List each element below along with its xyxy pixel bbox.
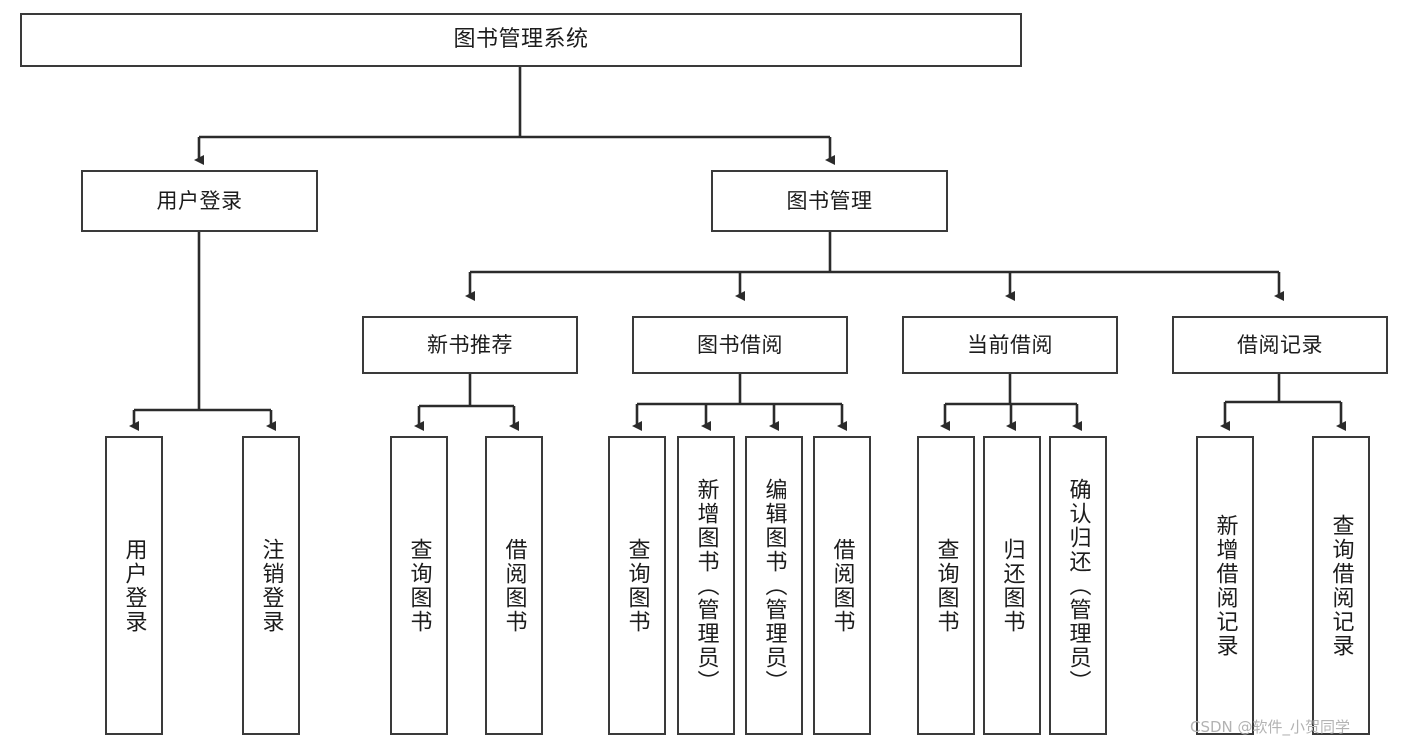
node-label: 查询图书 xyxy=(406,537,432,634)
node-label: 借阅图书 xyxy=(501,537,527,634)
leaf-user-logout[interactable]: 注销登录 xyxy=(242,436,300,735)
node-user-login[interactable]: 用户登录 xyxy=(81,170,318,232)
leaf-confirm-return-admin[interactable]: 确认归还（管理员） xyxy=(1049,436,1107,735)
leaf-borrow-book-rec[interactable]: 借阅图书 xyxy=(485,436,543,735)
node-book-borrow[interactable]: 图书借阅 xyxy=(632,316,848,374)
leaf-add-book-admin[interactable]: 新增图书（管理员） xyxy=(677,436,735,735)
node-label: 确认归还（管理员） xyxy=(1065,477,1091,694)
leaf-return-book[interactable]: 归还图书 xyxy=(983,436,1041,735)
node-label: 编辑图书（管理员） xyxy=(761,477,787,694)
node-label: 新增借阅记录 xyxy=(1212,513,1238,658)
leaf-query-book-borrow[interactable]: 查询图书 xyxy=(608,436,666,735)
leaf-edit-book-admin[interactable]: 编辑图书（管理员） xyxy=(745,436,803,735)
watermark-text: CSDN @软件_小贺同学 xyxy=(1190,718,1351,736)
node-label: 新增图书（管理员） xyxy=(693,477,719,694)
node-label: 查询借阅记录 xyxy=(1328,513,1354,658)
node-label: 新书推荐 xyxy=(427,332,513,357)
leaf-query-borrow-record[interactable]: 查询借阅记录 xyxy=(1312,436,1370,735)
node-label: 图书借阅 xyxy=(697,332,783,357)
leaf-query-book-rec[interactable]: 查询图书 xyxy=(390,436,448,735)
node-label: 图书管理 xyxy=(786,188,873,213)
node-book-management[interactable]: 图书管理 xyxy=(711,170,948,232)
leaf-user-login[interactable]: 用户登录 xyxy=(105,436,163,735)
node-label: 用户登录 xyxy=(121,537,147,634)
node-borrow-record[interactable]: 借阅记录 xyxy=(1172,316,1388,374)
node-label: 查询图书 xyxy=(933,537,959,634)
node-label: 借阅图书 xyxy=(829,537,855,634)
leaf-query-book-current[interactable]: 查询图书 xyxy=(917,436,975,735)
node-label: 借阅记录 xyxy=(1237,332,1323,357)
node-label: 用户登录 xyxy=(156,188,243,213)
leaf-borrow-book[interactable]: 借阅图书 xyxy=(813,436,871,735)
node-label: 图书管理系统 xyxy=(453,27,589,52)
node-root-system[interactable]: 图书管理系统 xyxy=(20,13,1022,67)
node-label: 归还图书 xyxy=(999,537,1025,634)
node-label: 当前借阅 xyxy=(967,332,1053,357)
leaf-add-borrow-record[interactable]: 新增借阅记录 xyxy=(1196,436,1254,735)
node-new-book-recommend[interactable]: 新书推荐 xyxy=(362,316,578,374)
node-label: 注销登录 xyxy=(258,537,284,634)
node-label: 查询图书 xyxy=(624,537,650,634)
node-current-borrow[interactable]: 当前借阅 xyxy=(902,316,1118,374)
